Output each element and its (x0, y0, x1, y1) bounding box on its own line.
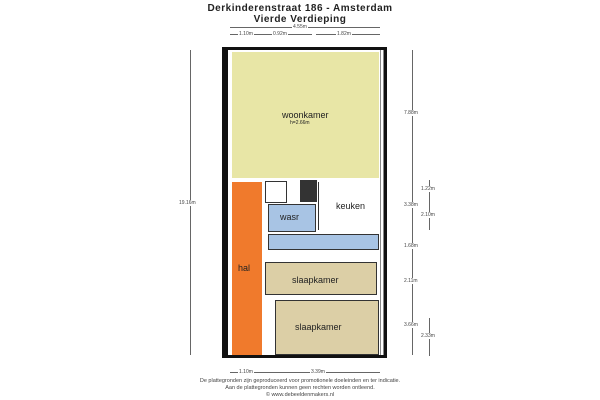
dim-top-total: 4.55m (292, 24, 308, 30)
room-woonkamer (232, 52, 379, 178)
dim-366: 3.66m (403, 322, 419, 328)
footer-disclaimer-1: De plattegronden zijn geproduceerd voor … (199, 378, 401, 384)
dim-line-top-left (230, 34, 312, 35)
dim-210: 2.10m (420, 212, 436, 218)
room-badkamer (268, 234, 379, 250)
dim-top-mid: 0.92m (272, 31, 288, 37)
dim-338: 3.38m (403, 202, 419, 208)
dim-bottom-right: 3.39m (310, 369, 326, 375)
label-wasr: wasr (280, 212, 300, 222)
room-toilet (265, 181, 287, 203)
label-hal: hal (238, 263, 251, 273)
room-slaapkamer-2 (275, 300, 379, 355)
room-keuken (318, 182, 379, 230)
dim-233: 2.33m (420, 333, 436, 339)
dim-woonkamer: 7.88m (403, 110, 419, 116)
dim-top-left: 1.10m (238, 31, 254, 37)
room-wasr (268, 204, 316, 232)
room-slaapkamer-1 (265, 262, 377, 295)
label-slaapkamer-1: slaapkamer (292, 275, 339, 285)
footer-copyright: © www.debeeldenmakers.nl (265, 392, 335, 398)
dim-122: 1.22m (420, 186, 436, 192)
dim-left-total: 19.16m (178, 200, 197, 206)
title-address: Derkinderenstraat 186 - Amsterdam (207, 3, 393, 14)
room-hal (232, 182, 262, 355)
dim-top-right: 1.82m (336, 31, 352, 37)
dim-211: 2.11m (403, 278, 419, 284)
dim-line-right-2 (429, 180, 430, 230)
label-woonkamer: woonkamer (282, 110, 329, 120)
dim-bottom-left: 1.10m (238, 369, 254, 375)
dim-168: 1.68m (403, 243, 419, 249)
label-room-height: h=2.66m (290, 120, 310, 126)
title-floor: Vierde Verdieping (253, 14, 347, 25)
label-keuken: keuken (336, 201, 366, 211)
dim-line-bottom (230, 372, 380, 373)
window-strip (380, 50, 384, 355)
footer-disclaimer-2: Aan de plattegronden kunnen geen rechten… (225, 385, 375, 391)
kitchen-appliance (300, 180, 317, 202)
label-slaapkamer-2: slaapkamer (295, 322, 342, 332)
